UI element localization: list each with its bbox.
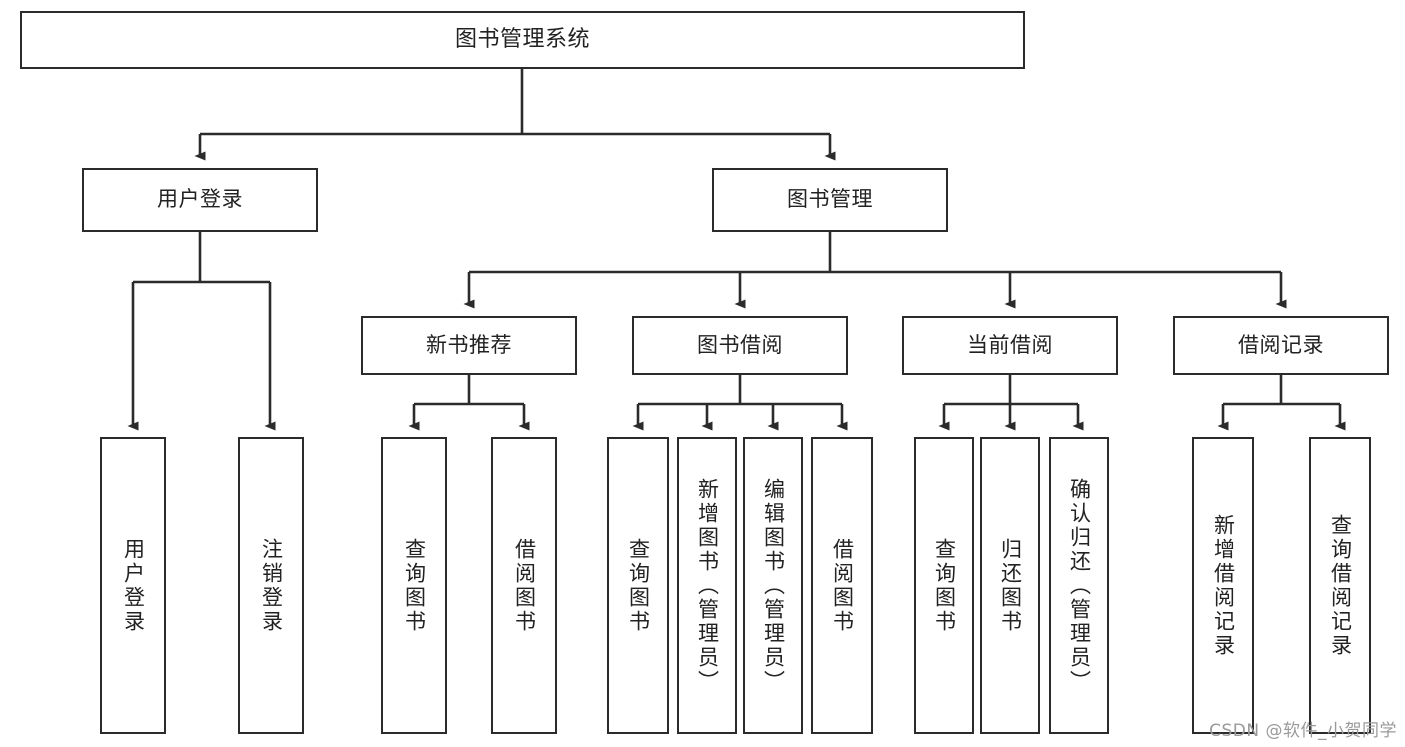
node-label: 查询图书 [402, 537, 427, 634]
node-label: 编辑图书（管理员） [761, 477, 786, 694]
leaf-query-book-newbook[interactable]: 查询图书 [381, 437, 447, 734]
node-label: 用户登录 [157, 187, 243, 212]
leaf-borrow-book-newbook[interactable]: 借阅图书 [491, 437, 557, 734]
node-label: 当前借阅 [967, 332, 1053, 357]
node-borrow-record[interactable]: 借阅记录 [1173, 316, 1389, 375]
leaf-confirm-return-admin[interactable]: 确认归还（管理员） [1049, 437, 1109, 734]
node-label: 查询图书 [932, 537, 957, 634]
node-new-book-recommend[interactable]: 新书推荐 [361, 316, 577, 375]
node-label: 借阅记录 [1238, 332, 1324, 357]
leaf-borrow-book-borrow[interactable]: 借阅图书 [811, 437, 873, 734]
leaf-query-book-borrow[interactable]: 查询图书 [607, 437, 669, 734]
leaf-return-book[interactable]: 归还图书 [980, 437, 1040, 734]
node-book-borrow[interactable]: 图书借阅 [632, 316, 848, 375]
leaf-logout[interactable]: 注销登录 [238, 437, 304, 734]
node-user-login[interactable]: 用户登录 [82, 168, 318, 232]
leaf-edit-book-admin[interactable]: 编辑图书（管理员） [743, 437, 803, 734]
node-label: 新增图书（管理员） [695, 477, 720, 694]
watermark-text: CSDN @软件_小贺同学 [1209, 721, 1397, 741]
node-label: 新增借阅记录 [1211, 513, 1236, 658]
node-label: 图书管理 [787, 187, 873, 212]
node-label: 新书推荐 [426, 332, 512, 357]
node-label: 查询图书 [626, 537, 651, 634]
node-label: 图书管理系统 [454, 26, 590, 52]
leaf-query-book-current[interactable]: 查询图书 [914, 437, 974, 734]
node-label: 注销登录 [259, 537, 284, 634]
node-label: 查询借阅记录 [1328, 513, 1353, 658]
leaf-user-login[interactable]: 用户登录 [100, 437, 166, 734]
node-current-borrow[interactable]: 当前借阅 [902, 316, 1118, 375]
node-label: 确认归还（管理员） [1067, 477, 1092, 694]
node-label: 归还图书 [998, 537, 1023, 634]
leaf-add-borrow-record[interactable]: 新增借阅记录 [1192, 437, 1254, 734]
node-label: 用户登录 [121, 537, 146, 634]
node-label: 借阅图书 [830, 537, 855, 634]
leaf-add-book-admin[interactable]: 新增图书（管理员） [677, 437, 737, 734]
leaf-query-borrow-record[interactable]: 查询借阅记录 [1309, 437, 1371, 734]
node-root-system[interactable]: 图书管理系统 [20, 11, 1025, 69]
node-book-management[interactable]: 图书管理 [712, 168, 948, 232]
node-label: 借阅图书 [512, 537, 537, 634]
node-label: 图书借阅 [697, 332, 783, 357]
